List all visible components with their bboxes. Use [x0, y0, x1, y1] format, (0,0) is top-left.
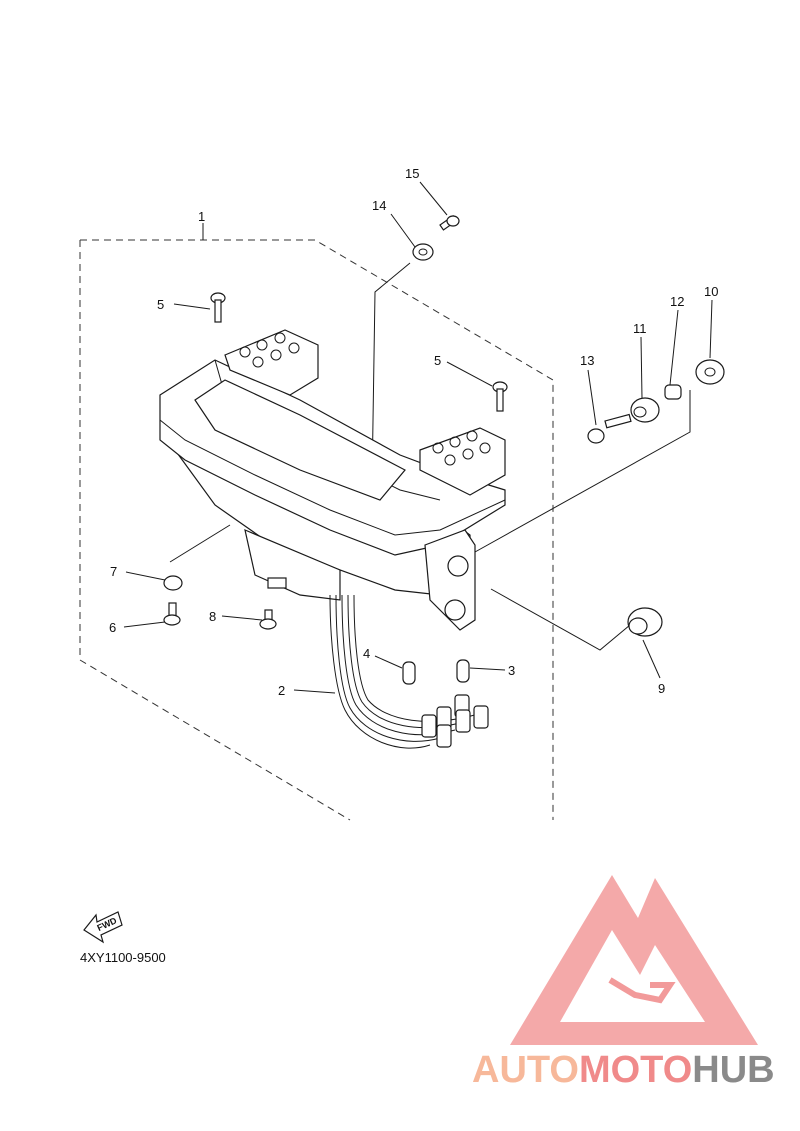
collar-14	[412, 243, 434, 261]
diagram-code: 4XY1100-9500	[80, 950, 166, 965]
callout-3: 3	[508, 663, 515, 678]
bulb-4	[402, 661, 416, 685]
screw-8	[259, 609, 277, 630]
callout-5-left: 5	[157, 297, 164, 312]
assembly-boundary	[79, 239, 554, 821]
meter-assembly	[159, 329, 506, 631]
logo-triangle-inner	[560, 930, 705, 1022]
fwd-arrow-icon: FWD	[83, 911, 123, 944]
leader-lines	[123, 181, 713, 694]
callout-15: 15	[405, 166, 419, 181]
callout-6: 6	[109, 620, 116, 635]
callout-7: 7	[110, 564, 117, 579]
callout-4: 4	[363, 646, 370, 661]
screw-5-right	[492, 381, 508, 412]
washer-10	[695, 359, 725, 385]
bulb-sockets	[421, 694, 489, 748]
callout-5-right: 5	[434, 353, 441, 368]
collar-7	[163, 575, 183, 591]
automotohub-logo	[510, 875, 758, 1045]
callout-10: 10	[704, 284, 718, 299]
callout-8: 8	[209, 609, 216, 624]
watermark-hub: HUB	[692, 1049, 774, 1091]
callout-13: 13	[580, 353, 594, 368]
callouts: 1 2 3 4 5 5 6 7 8 9 10 11 12 13 14 15	[109, 166, 718, 698]
logo-g-stroke	[608, 977, 676, 1004]
grommet-11	[630, 397, 660, 423]
watermark-moto: MOTO	[579, 1049, 692, 1091]
watermark-text: AUTOMOTOHUB	[472, 1049, 775, 1091]
callout-1: 1	[198, 209, 205, 224]
callout-11: 11	[633, 321, 647, 336]
callout-12: 12	[670, 294, 684, 309]
screw-15	[439, 214, 460, 231]
callout-2: 2	[278, 683, 285, 698]
callout-14: 14	[372, 198, 386, 213]
bulb-3	[456, 659, 470, 683]
callout-9: 9	[658, 681, 665, 696]
grommet-9	[627, 607, 663, 637]
collar-12	[664, 384, 682, 400]
bolt-13	[587, 413, 632, 444]
screw-5-left	[210, 292, 226, 323]
watermark-auto: AUTO	[472, 1049, 579, 1091]
screw-6	[163, 602, 181, 626]
